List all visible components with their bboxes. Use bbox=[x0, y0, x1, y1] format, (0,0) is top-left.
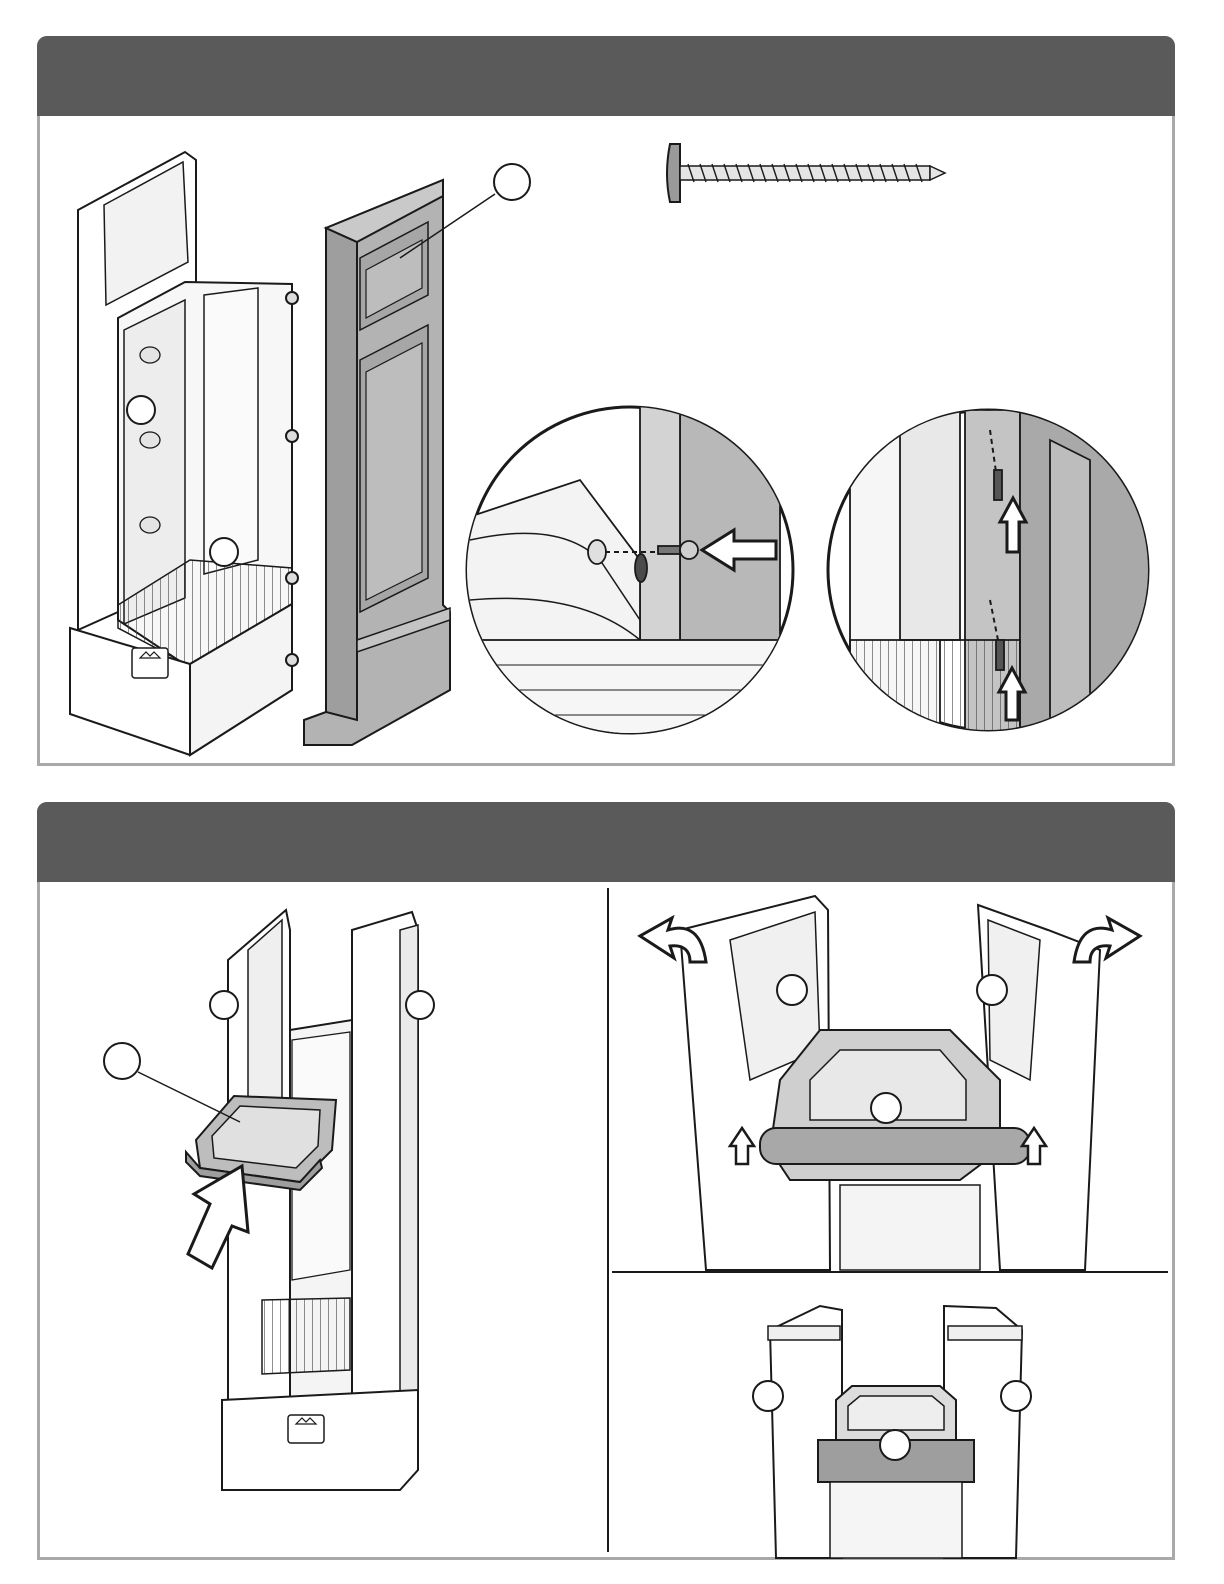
callout-final-right bbox=[1001, 1381, 1031, 1411]
callout-final-tray bbox=[880, 1430, 910, 1460]
callout-left-panel bbox=[210, 991, 238, 1019]
planter-assembly-step-2 bbox=[222, 910, 418, 1490]
flex-panels-detail bbox=[640, 896, 1140, 1270]
side-screw-detail bbox=[460, 400, 800, 740]
callout-detail-right-panel bbox=[977, 975, 1007, 1005]
callout-tray-part bbox=[104, 1043, 140, 1079]
callout-detail-tray bbox=[871, 1093, 901, 1123]
callout-part-panel bbox=[494, 164, 530, 200]
planter-back-assembly bbox=[70, 152, 298, 755]
side-panel-part bbox=[304, 180, 450, 745]
screw-icon bbox=[667, 144, 945, 202]
callout-detail-left-panel bbox=[777, 975, 807, 1005]
curved-arrow-left-icon bbox=[640, 918, 706, 962]
inner-screw-detail bbox=[828, 410, 1150, 740]
callout-part-back bbox=[127, 396, 155, 424]
callout-right-panel bbox=[406, 991, 434, 1019]
callout-final-left bbox=[753, 1381, 783, 1411]
callout-part-base bbox=[210, 538, 238, 566]
curved-arrow-right-icon bbox=[1074, 918, 1140, 962]
